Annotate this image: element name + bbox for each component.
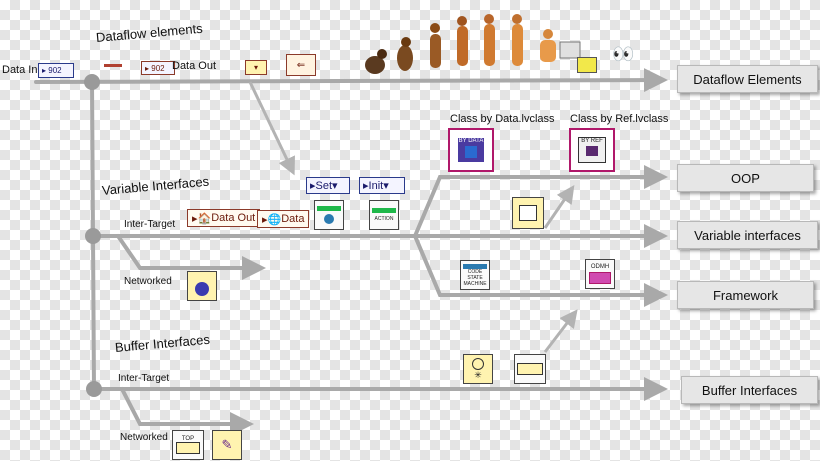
init-vi-icon: ACTION	[369, 200, 399, 230]
functional-global-icon	[512, 197, 544, 229]
variable-interfaces-button[interactable]: Variable interfaces	[677, 221, 818, 249]
init-selector[interactable]: ▸ Init ▾	[359, 177, 405, 194]
arrow-to-byref	[543, 185, 575, 229]
networked-label-2: Networked	[120, 432, 168, 443]
data-out-label: Data Out	[172, 60, 217, 72]
class-by-data-icon: BY DATA	[448, 128, 494, 172]
human-evolution-figures	[365, 14, 581, 74]
networked-branch-1	[116, 234, 266, 280]
class-by-data-label: Class by Data.lvclass	[450, 113, 555, 125]
network-stream-icon: TOP	[172, 430, 204, 460]
oop-branch-line	[413, 165, 668, 238]
queue-icon: ✳	[463, 354, 493, 384]
feedback-node-icon: ⇐	[286, 54, 316, 76]
framework-branch-line	[413, 234, 668, 307]
shared-variable-write-icon: ✎	[212, 430, 242, 460]
set-vi-icon	[314, 200, 344, 230]
network-variable-icon	[187, 271, 217, 301]
class-by-ref-label: Class by Ref.lvclass	[570, 113, 669, 125]
data-out-tag: ▸🏠Data Out	[187, 209, 261, 227]
rt-fifo-icon	[514, 354, 546, 384]
wire-stub-icon	[104, 64, 122, 67]
data-out-indicator: ▸ 902	[141, 61, 175, 75]
eyes-icon: 👀	[612, 44, 635, 64]
oop-button[interactable]: OOP	[677, 164, 814, 192]
odmh-icon: ODMH	[585, 259, 615, 289]
networked-branch-2	[120, 387, 254, 436]
inter-target-label-1: Inter-Target	[124, 219, 176, 230]
class-by-ref-icon: BY REF	[569, 128, 615, 172]
junction-dot-bottom	[86, 381, 102, 397]
inter-target-label-2: Inter-Target	[118, 373, 170, 384]
arrow-to-set	[248, 81, 295, 176]
arrow-to-odmh	[543, 309, 578, 353]
dataflow-elements-button[interactable]: Dataflow Elements	[677, 65, 818, 93]
labview-dataflow-icon	[577, 57, 597, 73]
state-machine-icon: CODE STATE MACHINE	[460, 260, 490, 290]
networked-label-1: Networked	[124, 276, 172, 287]
junction-dot-top	[84, 74, 100, 90]
data-in-label: Data In	[2, 64, 38, 76]
framework-button[interactable]: Framework	[677, 281, 814, 309]
set-selector[interactable]: ▸ Set ▾	[306, 177, 350, 194]
data-in-control: ▸ 902	[38, 63, 74, 78]
shift-register-icon: ▾	[245, 60, 267, 75]
dataflow-main-line	[34, 68, 668, 93]
data-tag: ▸🌐Data	[257, 210, 310, 228]
junction-dot-middle	[85, 228, 101, 244]
buffer-interfaces-button[interactable]: Buffer Interfaces	[681, 376, 818, 404]
